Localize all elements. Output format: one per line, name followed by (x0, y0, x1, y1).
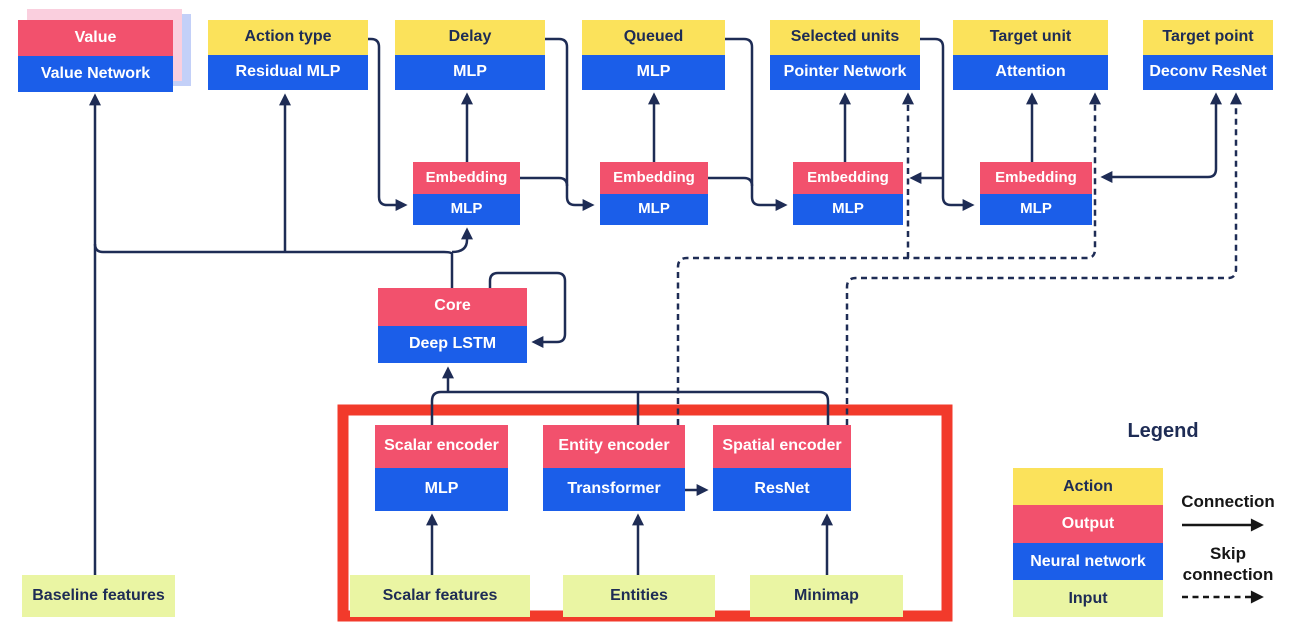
input-scalar-features: Scalar features (350, 575, 530, 617)
node-embedding-3: Embedding MLP (793, 162, 903, 225)
connection-embedding4-target-point (1100, 92, 1222, 183)
connection-embedding2-chain-out (708, 176, 754, 187)
input-minimap: Minimap (750, 575, 903, 617)
node-target-point-title: Target point (1143, 20, 1273, 55)
node-embedding-2-subtitle: MLP (600, 193, 708, 225)
legend-item-output: Output (1013, 505, 1163, 543)
node-spatial-encoder-subtitle: ResNet (713, 468, 851, 511)
node-delay-title: Delay (395, 20, 545, 55)
legend-item-neural-network: Neural network (1013, 543, 1163, 580)
node-target-point: Target point Deconv ResNet (1143, 20, 1273, 90)
node-selected-units: Selected units Pointer Network (770, 20, 920, 90)
legend-connection-label: Connection (1181, 492, 1275, 511)
input-baseline-features: Baseline features (22, 575, 175, 617)
node-action-type-title: Action type (208, 20, 368, 55)
legend-item-action: Action (1013, 468, 1163, 505)
skip-spatial-to-target-point (845, 92, 1242, 425)
node-core: Core Deep LSTM (378, 288, 527, 363)
node-embedding-1-subtitle: MLP (413, 193, 520, 225)
connection-selected-units-to-embedding4 (920, 37, 975, 211)
node-target-unit-title: Target unit (953, 20, 1108, 55)
input-entities: Entities (563, 575, 715, 617)
connection-lstm-self-loop (488, 271, 567, 348)
connection-core-to-embedding1 (451, 227, 473, 254)
node-queued: Queued MLP (582, 20, 725, 90)
node-value: Value Value Network (18, 20, 173, 92)
connection-core-to-value-branch (93, 243, 454, 255)
connection-action-type-to-embedding1 (368, 37, 408, 211)
node-entity-encoder: Entity encoder Transformer (543, 425, 685, 511)
node-embedding-1: Embedding MLP (413, 162, 520, 225)
node-target-point-subtitle: Deconv ResNet (1143, 55, 1273, 90)
node-queued-title: Queued (582, 20, 725, 55)
node-value-subtitle: Value Network (18, 56, 173, 92)
node-action-type: Action type Residual MLP (208, 20, 368, 90)
node-embedding-2-title: Embedding (600, 162, 708, 194)
node-value-title: Value (18, 20, 173, 56)
node-delay-subtitle: MLP (395, 55, 545, 90)
connection-queued-to-embedding3 (725, 37, 788, 211)
legend-skip-connection-label: Skip connection (1182, 544, 1274, 584)
skip-entity-to-attention (676, 92, 1101, 425)
node-scalar-encoder: Scalar encoder MLP (375, 425, 508, 511)
node-selected-units-subtitle: Pointer Network (770, 55, 920, 90)
node-spatial-encoder-title: Spatial encoder (713, 425, 851, 468)
node-scalar-encoder-subtitle: MLP (375, 468, 508, 511)
node-core-title: Core (378, 288, 527, 326)
node-selected-units-title: Selected units (770, 20, 920, 55)
node-embedding-4: Embedding MLP (980, 162, 1092, 225)
node-delay: Delay MLP (395, 20, 545, 90)
node-spatial-encoder: Spatial encoder ResNet (713, 425, 851, 511)
node-entity-encoder-title: Entity encoder (543, 425, 685, 468)
node-embedding-4-title: Embedding (980, 162, 1092, 194)
node-embedding-1-title: Embedding (413, 162, 520, 194)
node-target-unit: Target unit Attention (953, 20, 1108, 90)
node-queued-subtitle: MLP (582, 55, 725, 90)
node-entity-encoder-subtitle: Transformer (543, 468, 685, 511)
connection-embedding1-chain-out (520, 176, 569, 187)
legend-item-input: Input (1013, 580, 1163, 617)
connection-delay-to-embedding2 (545, 37, 595, 211)
node-scalar-encoder-title: Scalar encoder (375, 425, 508, 468)
node-target-unit-subtitle: Attention (953, 55, 1108, 90)
node-embedding-3-title: Embedding (793, 162, 903, 194)
node-embedding-3-subtitle: MLP (793, 193, 903, 225)
node-embedding-2: Embedding MLP (600, 162, 708, 225)
legend-title: Legend (1127, 420, 1199, 442)
node-embedding-4-subtitle: MLP (980, 193, 1092, 225)
node-action-type-subtitle: Residual MLP (208, 55, 368, 90)
node-core-subtitle: Deep LSTM (378, 325, 527, 363)
connection-encoder-collector (430, 390, 830, 425)
